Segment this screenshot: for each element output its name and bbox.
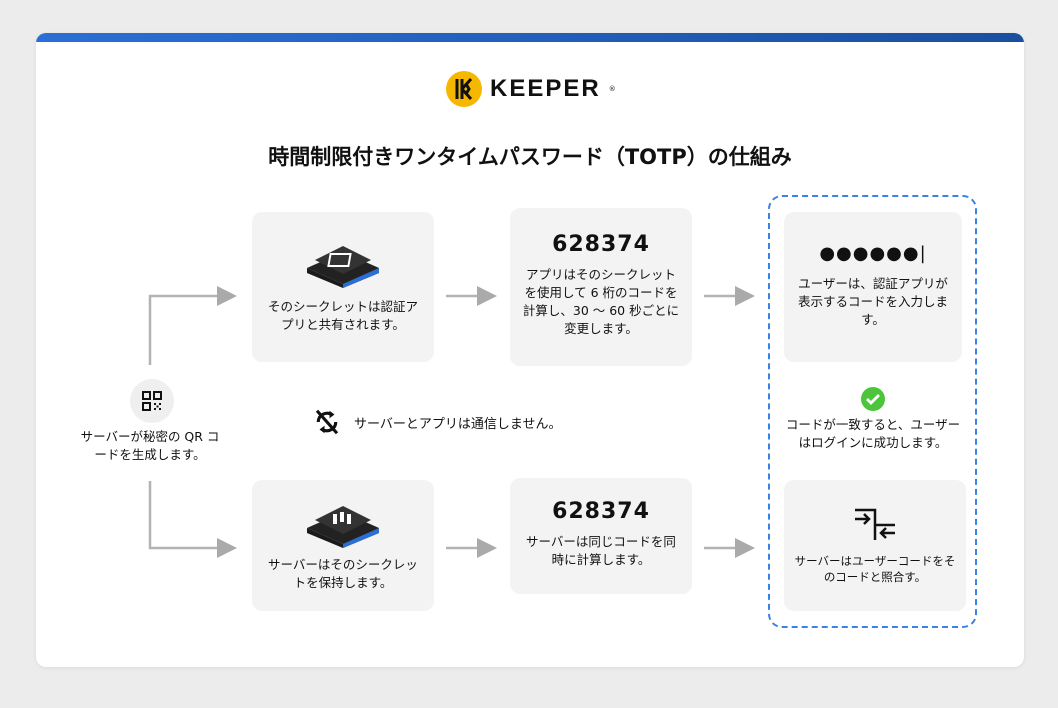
enter-code-card: ●●●●●●| ユーザーは、認証アプリが表示するコードを入力します。 [784, 212, 962, 362]
arrow-qr-to-share [148, 286, 237, 365]
top-accent-bar [36, 33, 1024, 42]
diagram-card: KEEPER ® 時間制限付きワンタイムパスワード（TOTP）の仕組み サーバーが… [36, 33, 1024, 667]
registered-mark: ® [608, 85, 616, 93]
flow-arrows [148, 286, 755, 558]
authenticator-chip-icon [307, 246, 379, 288]
share-secret-text: そのシークレットは認証アプリと共有されます。 [267, 299, 418, 332]
compare-arrows-icon [855, 508, 895, 540]
user-login-group [768, 195, 977, 628]
page-title: 時間制限付きワンタイムパスワード（TOTP）の仕組み [268, 145, 792, 169]
masked-code-input: ●●●●●●| [819, 243, 927, 264]
brand-name: KEEPER [490, 75, 601, 102]
no-sync-note: サーバーとアプリは通信しません。 [312, 407, 561, 437]
keeper-logo-icon [446, 71, 482, 107]
sync-disabled-icon [315, 409, 339, 435]
share-secret-card: そのシークレットは認証アプリと共有されます。 [252, 212, 434, 362]
arrow-qr-to-store [148, 481, 237, 558]
qr-code-icon [130, 379, 174, 423]
success-text: コードが一致すると、ユーザーはログインに成功します。 [785, 417, 961, 450]
server-store-text: サーバーはそのシークレットを保持します。 [268, 556, 418, 590]
app-compute-text: アプリはそのシークレットを使用して 6 桁のコードを計算し、30 ～ 60 秒ご… [522, 267, 680, 336]
enter-code-text: ユーザーは、認証アプリが表示するコードを入力します。 [797, 276, 948, 327]
check-circle-icon [861, 387, 885, 411]
server-chip-icon [307, 505, 379, 548]
server-code: 628374 [552, 499, 650, 524]
server-compute-card: 628374 サーバーは同じコードを同時に計算します。 [510, 478, 692, 594]
app-code: 628374 [552, 232, 650, 257]
app-compute-card: 628374 アプリはそのシークレットを使用して 6 桁のコードを計算し、30 … [510, 208, 692, 366]
qr-text: サーバーが秘密の QR コードを生成します。 [80, 429, 220, 462]
compare-code-card: サーバーはユーザーコードをそのコードと照合す。 [784, 480, 966, 611]
keeper-logo: KEEPER ® [446, 71, 616, 107]
compare-code-text: サーバーはユーザーコードをそのコードと照合す。 [794, 553, 956, 584]
server-compute-text: サーバーは同じコードを同時に計算します。 [526, 534, 676, 567]
server-store-card: サーバーはそのシークレットを保持します。 [252, 480, 434, 611]
no-sync-text: サーバーとアプリは通信しません。 [354, 416, 562, 432]
